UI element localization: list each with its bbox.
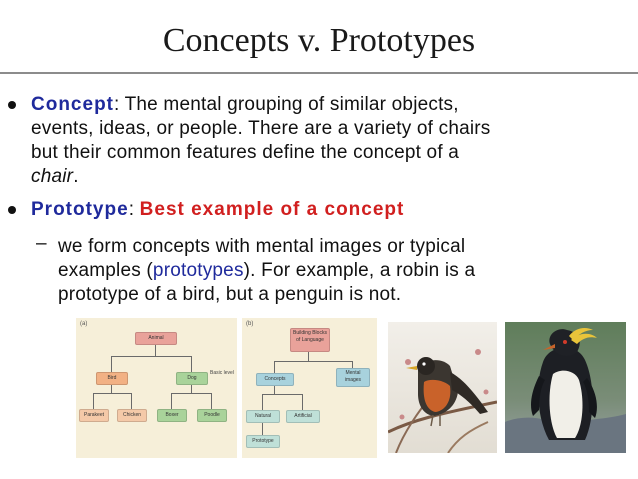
prototype-highlight: Best example of a concept	[139, 199, 405, 220]
slide-title: Concepts v. Prototypes	[162, 22, 476, 59]
prototype-explanation: we form concepts with mental images or t…	[58, 235, 618, 307]
figure-a-label: (a)	[80, 321, 88, 327]
connector	[93, 393, 94, 409]
concept-term: Concept	[31, 94, 114, 115]
concept-line-4: chair.	[31, 165, 631, 189]
prototypes-word: prototypes	[152, 260, 244, 281]
connector	[211, 393, 212, 409]
node-dog: Dog	[176, 372, 208, 385]
node-chicken: Chicken	[117, 409, 147, 422]
sub-line-2-start: examples (	[58, 260, 153, 281]
node-natural: Natural	[246, 410, 280, 423]
bullet-point-concept	[8, 101, 16, 109]
connector	[111, 383, 112, 393]
node-bird: Bird	[96, 372, 128, 385]
concept-line-1: Concept: The mental grouping of similar …	[31, 93, 631, 117]
basic-level-label: Basic level	[210, 370, 234, 376]
concept-text-1: : The mental grouping of similar objects…	[114, 94, 459, 115]
concept-line-4-end: .	[73, 166, 79, 187]
node-building-blocks: Building Blocks of Language	[290, 328, 330, 352]
connector	[262, 421, 263, 435]
connector	[111, 356, 112, 372]
sub-bullet-dash: –	[36, 233, 47, 254]
sub-line-2-end: ). For example, a robin is a	[243, 260, 476, 281]
connector	[274, 384, 275, 394]
connector	[93, 393, 131, 394]
node-mental-images: Mental images	[336, 368, 370, 387]
connector	[171, 393, 211, 394]
sub-line-3: prototype of a bird, but a penguin is no…	[58, 284, 402, 305]
connector	[274, 361, 275, 373]
concept-line-3: but their common features define the con…	[31, 142, 460, 163]
sub-line-2: examples (prototypes). For example, a ro…	[58, 259, 618, 283]
connector	[131, 393, 132, 409]
connector	[352, 361, 353, 373]
node-animal: Animal	[135, 332, 177, 345]
prototype-definition: Prototype: Best example of a concept	[31, 198, 631, 222]
sub-line-1: we form concepts with mental images or t…	[58, 236, 466, 257]
connector	[262, 394, 263, 410]
connector	[155, 344, 156, 356]
connector	[171, 393, 172, 409]
concept-definition: Concept: The mental grouping of similar …	[31, 93, 631, 189]
figure-b-label: (b)	[246, 321, 254, 327]
node-artificial: Artificial	[286, 410, 320, 423]
concept-line-2: events, ideas, or people. There are a va…	[31, 118, 491, 139]
concept-hierarchy-diagram: (a) Animal Bird Dog Basic level Parakeet…	[76, 318, 237, 458]
prototype-term: Prototype	[31, 199, 129, 220]
connector	[274, 361, 352, 362]
connector	[111, 356, 191, 357]
language-building-blocks-diagram: (b) Building Blocks of Language Concepts…	[242, 318, 377, 458]
connector	[308, 349, 309, 361]
node-prototype: Prototype	[246, 435, 280, 448]
penguin-photo	[505, 322, 626, 453]
connector	[302, 394, 303, 410]
connector	[191, 356, 192, 372]
connector	[262, 394, 302, 395]
node-boxer: Boxer	[157, 409, 187, 422]
robin-photo	[388, 322, 497, 453]
chair-word: chair	[31, 166, 74, 187]
connector	[191, 383, 192, 393]
prototype-colon: :	[128, 199, 135, 220]
node-concepts: Concepts	[256, 373, 294, 386]
node-poodle: Poodle	[197, 409, 227, 422]
bullet-point-prototype	[8, 206, 16, 214]
title-divider	[0, 72, 638, 74]
node-parakeet: Parakeet	[79, 409, 109, 422]
